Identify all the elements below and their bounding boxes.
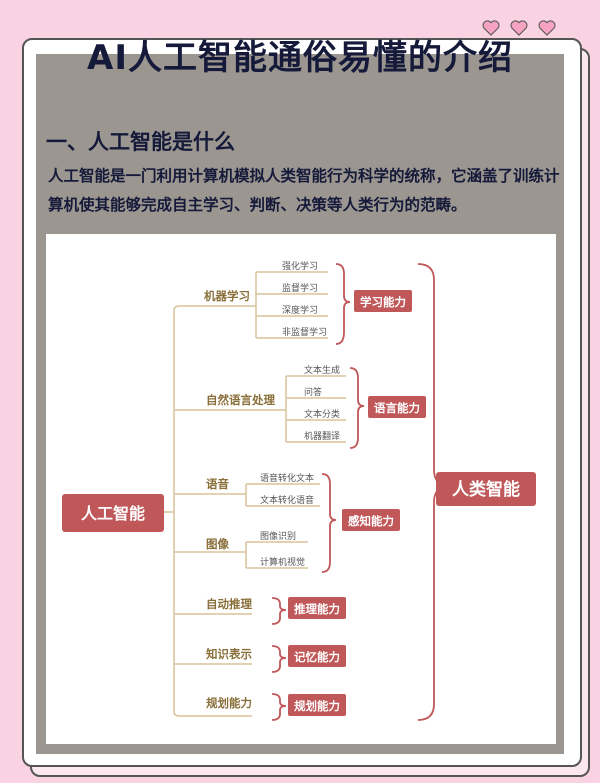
brace-knowledge	[271, 645, 287, 673]
node-result	[436, 472, 536, 506]
mindmap-diagram: 人工智能 人类智能 机器学习 自然语言处理 语音 图像 自动推理 知识表示 规划…	[62, 260, 536, 721]
tag-perception	[342, 509, 400, 531]
tag-nlp-label: 语言能力	[374, 401, 420, 415]
branch-speech: 语音	[206, 477, 229, 491]
branch-reasoning: 自动推理	[206, 597, 252, 611]
brace-reasoning	[271, 597, 287, 625]
heart-icon	[482, 20, 500, 36]
connector-nlp-leaves	[276, 375, 346, 443]
leaf-nlp-1: 问答	[304, 386, 322, 398]
leaf-ml-2: 深度学习	[282, 304, 318, 316]
tag-knowledge	[288, 645, 346, 667]
node-result-label: 人类智能	[452, 479, 520, 500]
tag-perception-label: 感知能力	[348, 514, 394, 528]
leaf-nlp-0: 文本生成	[304, 364, 340, 376]
connector-ml	[173, 305, 246, 311]
section-paragraph: 人工智能是一门利用计算机模拟人类智能行为科学的统称，它涵盖了训练计算机使其能够完…	[48, 167, 560, 214]
brace-ml	[335, 263, 351, 345]
tag-ml-label: 学习能力	[360, 295, 406, 309]
leaf-speech-0: 语音转化文本	[260, 472, 314, 484]
connector-speech-leaves	[236, 483, 320, 507]
connector-image-leaves	[236, 541, 308, 569]
leaf-nlp-3: 机器翻译	[304, 430, 340, 442]
branch-knowledge: 知识表示	[205, 647, 252, 661]
connector-ml-leaves	[246, 271, 328, 339]
leaf-ml-0: 强化学习	[282, 260, 318, 272]
tag-nlp	[368, 396, 426, 418]
branch-ml: 机器学习	[204, 289, 250, 303]
branch-image: 图像	[206, 537, 229, 551]
tag-ml	[354, 290, 412, 312]
node-root	[62, 494, 164, 532]
brace-nlp	[349, 367, 365, 449]
page-title: AI人工智能通俗易懂的介绍	[87, 38, 513, 78]
tag-reasoning-label: 推理能力	[294, 602, 340, 616]
tag-reasoning	[288, 597, 346, 619]
mindmap-panel: 人工智能 人类智能 机器学习 自然语言处理 语音 图像 自动推理 知识表示 规划…	[46, 234, 556, 744]
leaf-ml-1: 监督学习	[282, 282, 318, 294]
section-heading: 一、人工智能是什么	[46, 130, 235, 154]
leaf-image-0: 图像识别	[260, 530, 296, 542]
tag-planning	[288, 694, 346, 716]
connector-planning	[173, 711, 252, 717]
brace-perception	[321, 473, 337, 573]
leaf-image-1: 计算机视觉	[260, 556, 305, 568]
heart-icon	[538, 20, 556, 36]
leaf-speech-1: 文本转化语音	[260, 494, 314, 506]
tag-knowledge-label: 记忆能力	[294, 650, 340, 664]
tag-planning-label: 规划能力	[294, 699, 340, 713]
brace-planning	[271, 693, 287, 721]
leaf-nlp-2: 文本分类	[304, 408, 340, 420]
hearts-decoration	[478, 20, 568, 40]
branch-nlp: 自然语言处理	[206, 393, 275, 407]
node-root-label: 人工智能	[81, 504, 145, 523]
branch-planning: 规划能力	[206, 696, 252, 710]
heart-icon	[510, 20, 528, 36]
leaf-ml-3: 非监督学习	[282, 326, 327, 338]
